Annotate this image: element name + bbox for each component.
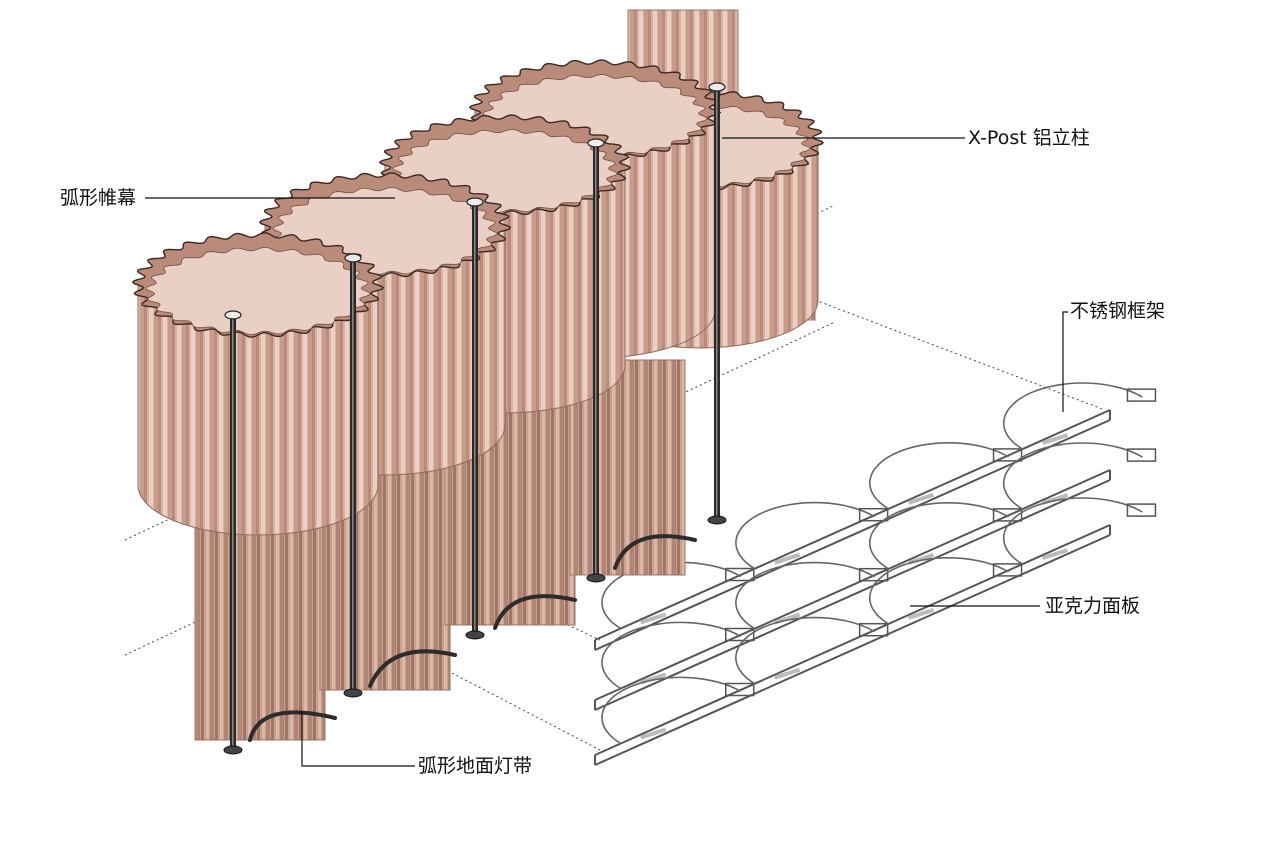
rail-edge-top [594, 409, 1111, 641]
cross-bar [992, 563, 1023, 577]
curtain-ring-5 [131, 232, 385, 536]
panel-mount [907, 492, 935, 505]
panel-arc [869, 557, 1009, 625]
panel-arc [735, 501, 876, 570]
panel-arc [601, 676, 742, 745]
panel-mount [774, 667, 801, 680]
post-cap [708, 82, 726, 92]
cross-bar [1126, 448, 1157, 462]
rail-edge-bottom [594, 479, 1111, 711]
post-4 [586, 138, 606, 583]
panel-arc [1002, 382, 1143, 450]
post-1 [223, 310, 243, 755]
rail-edge-bottom [594, 419, 1111, 651]
post-highlight [595, 143, 597, 578]
panel-mount [774, 552, 801, 565]
post-base [465, 630, 485, 640]
callout-leaders [145, 137, 1068, 767]
post-cap [224, 310, 242, 320]
light-arc-2 [368, 649, 457, 688]
post-5 [707, 82, 727, 525]
leader-light [300, 711, 415, 767]
cross-bar [725, 682, 755, 697]
cross-bar [1126, 503, 1157, 517]
post-base [586, 573, 606, 583]
post-cap [344, 253, 362, 263]
label-steel-frame: 不锈钢框架 [1070, 300, 1166, 322]
panel-arc [1002, 442, 1143, 510]
post-highlight [232, 315, 234, 750]
cross-bar [858, 622, 889, 637]
curtain-inner-rim [145, 247, 371, 335]
curtain-body [137, 284, 379, 536]
panel-arc [869, 502, 1009, 570]
post-base [223, 745, 243, 755]
label-acrylic-panel: 亚克力面板 [1045, 595, 1141, 617]
rail-edge-top [594, 469, 1111, 701]
cross-bar [725, 627, 755, 642]
panel-mount [1041, 548, 1069, 561]
stainless-steel-frames [594, 382, 1157, 766]
cross-bar [1126, 388, 1157, 402]
panel-mount [907, 607, 935, 620]
cross-bar [725, 567, 755, 582]
post-cap [587, 138, 605, 148]
panel-arc [735, 561, 876, 630]
panel-arc [735, 616, 876, 685]
post-highlight [716, 87, 718, 520]
cross-bar [858, 507, 889, 522]
post-cap [466, 197, 484, 207]
arc-curtains [131, 9, 825, 741]
panel-mount [640, 612, 667, 625]
light-arc-4 [613, 534, 697, 570]
post-highlight [474, 202, 476, 635]
post-2 [343, 253, 363, 698]
label-arc-curtain: 弧形帷幕 [60, 187, 137, 209]
light-arc-3 [493, 594, 577, 630]
panel-arc [869, 442, 1009, 510]
rail-edge-bottom [594, 534, 1111, 766]
label-floor-light: 弧形地面灯带 [418, 755, 533, 777]
post-base [343, 688, 363, 698]
panel-mount [1041, 433, 1069, 446]
light-arc-1 [248, 710, 337, 742]
cross-bar [992, 508, 1023, 522]
panel-arc [601, 621, 742, 690]
frame-rail-1 [594, 382, 1157, 651]
post-highlight [352, 258, 354, 693]
post-3 [465, 197, 485, 640]
floor-light-strips [248, 534, 697, 742]
cross-bar [858, 567, 889, 582]
post-base [707, 515, 727, 525]
leader-frame [1062, 311, 1068, 412]
rail-edge-top [594, 524, 1111, 756]
panel-mount [640, 727, 667, 740]
frame-rail-3 [594, 497, 1157, 766]
panel-arc [1002, 497, 1143, 565]
cross-bar [992, 448, 1023, 462]
x-post-aluminum-columns [223, 82, 727, 755]
label-x-post: X-Post 铝立柱 [968, 127, 1090, 149]
